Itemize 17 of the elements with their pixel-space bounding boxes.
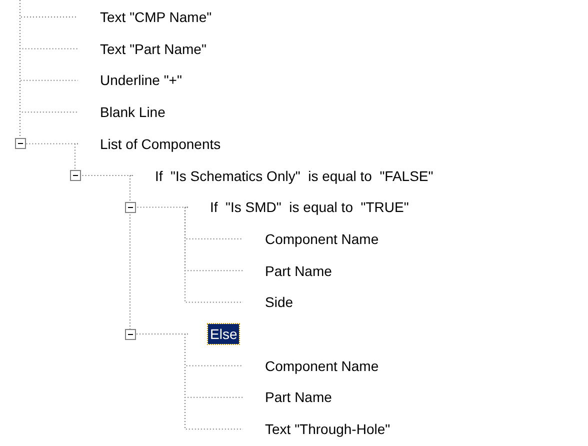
tree-item-label: Text "Part Name" [99, 40, 208, 59]
tree-item-label: If "Is Schematics Only" is equal to "FALSE" [154, 166, 434, 186]
tree-item-label: Part Name [264, 388, 333, 408]
tree-item-label: Blank Line [99, 103, 166, 122]
tree-item-label: Part Name [264, 262, 333, 281]
tree-connector-line [184, 206, 244, 303]
tree-connector-line [74, 143, 134, 176]
tree-item-label: Side [264, 293, 294, 312]
tree-item-label: Component Name [264, 356, 380, 376]
tree-item-label: List of Components [99, 134, 222, 154]
tree-item-label: Text "CMP Name" [99, 8, 213, 27]
tree-item-label: Component Name [264, 230, 380, 249]
tree-item-label: Underline "+" [99, 71, 183, 90]
tree-item-label: Text "Through-Hole" [264, 420, 392, 440]
selected-tree-item: Else [208, 324, 240, 344]
tree-item-label: If "Is SMD" is equal to "TRUE" [209, 198, 410, 218]
tree-connector-line [184, 334, 244, 430]
